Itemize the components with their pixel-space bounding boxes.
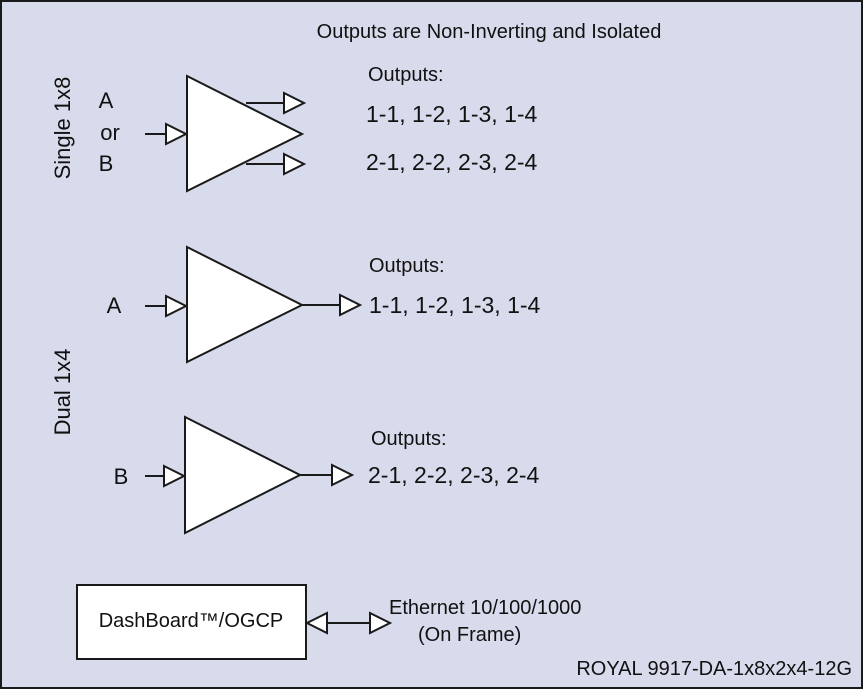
dashboard-ogcp-label: DashBoard™/OGCP [99,610,284,632]
dual-a-output-arrow [302,293,363,317]
diagram-title: Outputs are Non-Inverting and Isolated [317,21,662,43]
single-output-arrow-2 [246,152,307,176]
single-input-or: or [100,120,120,145]
dual-input-b: B [114,464,129,489]
dual-a-outputs: 1-1, 1-2, 1-3, 1-4 [369,292,541,318]
dual-input-a: A [107,293,122,318]
dashboard-ogcp-box [76,584,307,660]
ethernet-label-line-1: Ethernet 10/100/1000 [389,597,581,619]
dual-b-output-arrow [300,463,355,487]
single-mode-label: Single 1x8 [50,77,75,180]
single-outputs-label: Outputs: [368,64,444,86]
single-amplifier-triangle [186,74,305,193]
dual-mode-label: Dual 1x4 [50,349,75,436]
single-input-arrow [145,122,189,146]
dual-b-outputs: 2-1, 2-2, 2-3, 2-4 [368,462,540,488]
ethernet-double-arrow [304,611,393,635]
dual-a-amplifier-triangle [186,245,305,364]
single-output-arrow-1 [246,91,307,115]
single-input-b: B [99,151,114,176]
dual-b-outputs-label: Outputs: [371,428,447,450]
dual-b-input-arrow [145,464,187,488]
ethernet-label-line-2: (On Frame) [418,624,521,646]
single-output-line-1: 1-1, 1-2, 1-3, 1-4 [366,101,538,127]
dual-a-outputs-label: Outputs: [369,255,445,277]
dual-a-input-arrow [145,294,189,318]
single-input-a: A [99,88,114,113]
dual-b-amplifier-triangle [184,415,303,535]
model-label: ROYAL 9917-DA-1x8x2x4-12G [576,658,852,680]
single-output-line-2: 2-1, 2-2, 2-3, 2-4 [366,149,538,175]
